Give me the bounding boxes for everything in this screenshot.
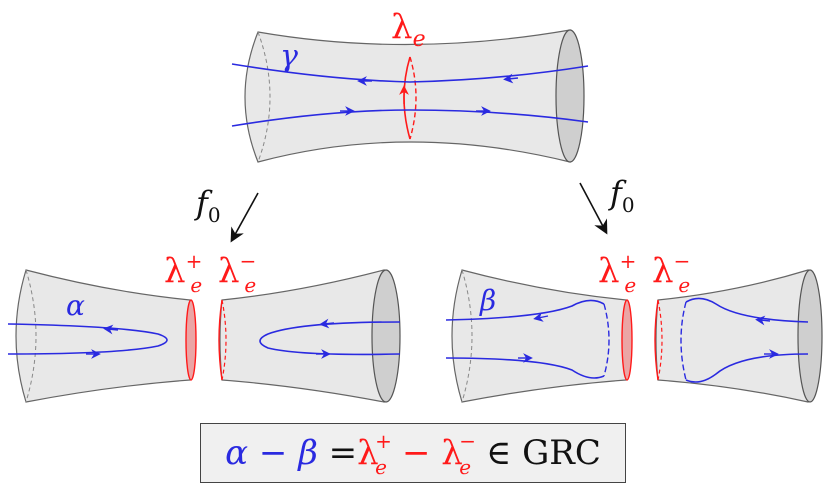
f0-right-arrow — [579, 182, 608, 235]
formula-lambda-plus: λ+e — [357, 429, 392, 479]
lambda-minus-right-label: λ−e — [652, 249, 690, 297]
bl-right-cut-back — [221, 299, 227, 381]
lambda-e-curve-back — [409, 56, 417, 140]
f0-left-label: f0 — [194, 184, 221, 227]
bl-left-cut — [185, 299, 197, 381]
br-right-cut-back — [657, 299, 663, 381]
bl-right-piece — [219, 269, 385, 403]
lambda-plus-right-label: λ+e — [598, 249, 636, 297]
bl-left-rim-hidden — [25, 269, 37, 403]
top-left-rim-hidden — [257, 31, 271, 163]
lambda-minus-left-label: λ−e — [218, 249, 256, 297]
br-right-cut-front — [654, 299, 659, 381]
alpha-label: α — [66, 289, 85, 322]
formula-beta: β — [298, 433, 318, 473]
formula-in: ∈ — [475, 433, 523, 473]
br-left-cut — [621, 299, 633, 381]
formula-alpha: α — [225, 433, 249, 473]
f0-right-map: f0 — [579, 174, 635, 235]
formula-minus-1: − — [248, 433, 299, 473]
gamma-curve-lower — [231, 109, 589, 127]
beta-left-dashed — [603, 303, 610, 377]
beta-curve-upper-left — [445, 299, 605, 321]
br-right-cap — [797, 269, 823, 403]
bl-left-piece — [15, 269, 191, 403]
bottom-right-pair: β λ+e λ−e — [445, 249, 823, 403]
top-cylinder: γ λe — [231, 7, 589, 163]
formula-grc: GRC — [522, 433, 601, 473]
formula-lambda-minus: λ−e — [441, 429, 477, 479]
lambda-e-label: λe — [391, 7, 426, 52]
beta-label: β — [479, 284, 496, 317]
gamma-curve-upper — [231, 63, 589, 83]
beta-curve-upper-right — [685, 297, 809, 323]
f0-left-arrow — [230, 192, 259, 243]
grc-formula-box: α − β = λ+e − λ−e ∈ GRC — [200, 423, 626, 483]
alpha-arrow-1 — [103, 324, 119, 335]
bl-right-cap — [371, 269, 401, 403]
br-left-rim-hidden — [461, 269, 473, 403]
bl-right-cut-front — [218, 299, 223, 381]
formula-minus-2: − — [391, 433, 442, 473]
beta-arrow-3 — [755, 315, 771, 326]
alpha-arrow-3 — [319, 318, 335, 329]
br-left-piece — [451, 269, 627, 403]
br-right-piece — [655, 269, 809, 403]
bottom-left-pair: α λ+e λ−e — [7, 249, 401, 403]
gamma-arrow-1 — [503, 73, 519, 84]
f0-left-map: f0 — [194, 184, 259, 243]
formula-equals: = — [317, 433, 358, 473]
f0-right-label: f0 — [608, 174, 635, 217]
top-cylinder-surface — [244, 29, 571, 163]
lambda-plus-left-label: λ+e — [164, 249, 202, 297]
beta-curve-lower-left — [445, 357, 605, 379]
gamma-label: γ — [280, 39, 298, 74]
beta-arrow-1 — [533, 312, 549, 322]
top-right-cap — [555, 29, 585, 163]
beta-right-dashed — [680, 301, 687, 381]
